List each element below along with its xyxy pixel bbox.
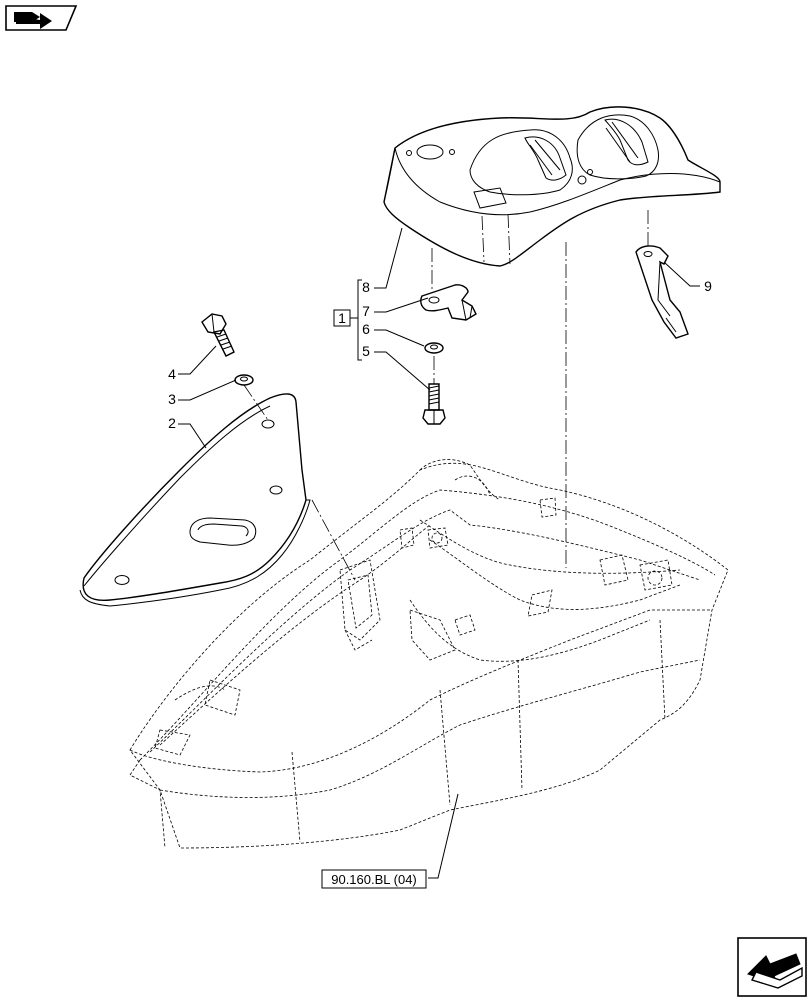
callout-5: 5 <box>362 343 370 359</box>
callout-7: 7 <box>362 303 370 319</box>
leader-part8 <box>374 227 403 289</box>
axis-line-part4 <box>243 384 269 421</box>
bolt-part4 <box>201 313 235 357</box>
reference-label[interactable]: 90.160.BL (04) <box>331 872 417 887</box>
bracket-part7 <box>420 284 477 321</box>
leader-part2 <box>178 423 207 449</box>
washer-part6 <box>424 342 444 354</box>
cover-plate-part2 <box>79 393 311 607</box>
callout-6: 6 <box>362 321 370 337</box>
next-page-arrow-icon[interactable] <box>737 937 807 997</box>
leader-part7 <box>374 297 429 313</box>
cab-housing-reference <box>129 459 729 849</box>
group-box <box>333 309 351 327</box>
group-box-label: 1 <box>338 310 346 326</box>
washer-part3 <box>234 374 254 386</box>
leader-part5 <box>374 351 431 391</box>
side-bracket-part9 <box>635 245 689 339</box>
leader-reference <box>428 793 459 879</box>
group-bracket <box>357 279 362 361</box>
leader-part3 <box>178 379 237 401</box>
console-cover-part8 <box>383 106 721 267</box>
bolt-part5 <box>422 383 446 425</box>
leader-part9 <box>663 261 700 287</box>
leader-part6 <box>374 329 425 347</box>
axis-line-panel <box>311 499 356 581</box>
leader-part4 <box>178 345 217 375</box>
callout-8: 8 <box>362 279 370 295</box>
callout-3: 3 <box>168 391 176 407</box>
callout-2: 2 <box>168 415 176 431</box>
callout-9: 9 <box>704 278 712 294</box>
callout-4: 4 <box>168 366 176 382</box>
book-arrow-icon[interactable] <box>5 5 78 31</box>
reference-link[interactable]: 90.160.BL (04) <box>321 869 427 889</box>
